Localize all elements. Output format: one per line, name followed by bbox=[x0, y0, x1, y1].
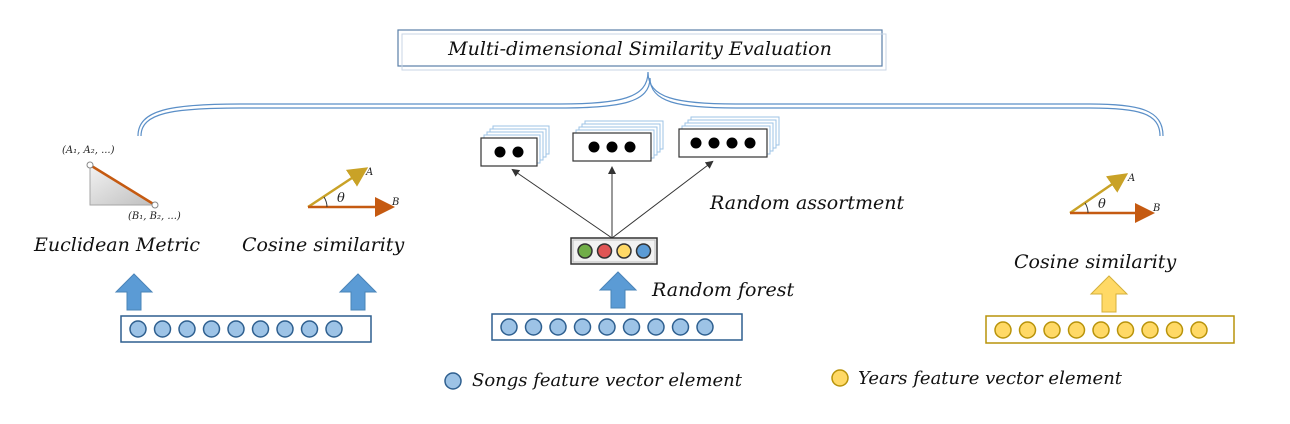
subset-feature-dot bbox=[512, 146, 524, 158]
point-a-label: (A₁, A₂, ...) bbox=[62, 145, 115, 156]
subset-feature-dot bbox=[588, 141, 600, 153]
years-vector-element bbox=[1116, 321, 1135, 339]
right-cosine-label: Cosine similarity bbox=[1014, 251, 1176, 273]
right-vector-b-label: B bbox=[1152, 203, 1160, 214]
years-vector-element bbox=[1141, 321, 1159, 339]
diagram-title: Multi-dimensional Similarity Evaluation bbox=[447, 38, 832, 60]
random-assortment-stacks bbox=[480, 116, 780, 167]
subset-feature-dot bbox=[744, 137, 756, 149]
feature-subset-card bbox=[480, 137, 538, 167]
right-up-arrow bbox=[1089, 275, 1129, 313]
songs-vector-element bbox=[178, 320, 196, 338]
subset-feature-dot bbox=[494, 146, 506, 158]
songs-vector-element bbox=[251, 320, 270, 338]
years-feature-vector bbox=[985, 315, 1235, 344]
legend: Songs feature vector element Years featu… bbox=[444, 368, 1123, 391]
point-a-marker bbox=[86, 161, 94, 169]
left-cosine-label: Cosine similarity bbox=[242, 234, 404, 256]
tree-arrows bbox=[511, 160, 714, 239]
right-theta-label: θ bbox=[1098, 197, 1106, 212]
curly-brace bbox=[137, 71, 1164, 137]
songs-vector-element bbox=[524, 318, 543, 336]
mini-vector-yellow-element bbox=[616, 243, 632, 259]
songs-vector-element bbox=[129, 320, 147, 338]
right-vector-a-label: A bbox=[1127, 173, 1135, 184]
songs-vector-element bbox=[549, 318, 567, 336]
point-b-label: (B₁, B₂, ...) bbox=[128, 211, 181, 222]
euclidean-triangle-diagram: (A₁, A₂, ...) (B₁, B₂, ...) bbox=[62, 145, 181, 222]
songs-vector-element bbox=[276, 320, 294, 338]
subset-feature-dot bbox=[690, 137, 702, 149]
point-b-marker bbox=[151, 201, 159, 209]
years-vector-element bbox=[1018, 321, 1037, 339]
years-vector-element bbox=[1092, 321, 1110, 339]
left-up-arrow-2 bbox=[338, 273, 378, 311]
songs-vector-element bbox=[227, 320, 245, 338]
years-vector-element bbox=[1067, 321, 1086, 339]
left-theta-label: θ bbox=[337, 191, 345, 206]
mini-vector-red-element bbox=[596, 243, 613, 259]
title-box: Multi-dimensional Similarity Evaluation bbox=[397, 29, 887, 71]
years-vector-element bbox=[1165, 321, 1184, 339]
subset-feature-dot bbox=[624, 141, 636, 153]
songs-vector-element bbox=[622, 318, 641, 336]
subset-feature-dot bbox=[606, 141, 618, 153]
middle-up-arrow bbox=[598, 271, 638, 309]
years-vector-element bbox=[994, 321, 1012, 339]
left-songs-feature-vector bbox=[120, 315, 372, 343]
legend-years-marker bbox=[831, 369, 849, 387]
songs-vector-element bbox=[300, 320, 319, 338]
years-vector-element bbox=[1190, 321, 1208, 339]
left-cosine-diagram: θ A B bbox=[307, 167, 399, 217]
songs-vector-element bbox=[325, 320, 343, 338]
left-vector-b-label: B bbox=[391, 197, 399, 208]
random-forest-label: Random forest bbox=[651, 279, 795, 301]
distance-line bbox=[89, 163, 156, 207]
legend-years-label: Years feature vector element bbox=[858, 368, 1123, 389]
years-vector-element bbox=[1043, 321, 1061, 339]
middle-songs-feature-vector bbox=[491, 313, 743, 341]
songs-vector-element bbox=[573, 318, 592, 336]
songs-vector-element bbox=[647, 318, 665, 336]
legend-songs-label: Songs feature vector element bbox=[472, 370, 743, 391]
subset-feature-dot bbox=[726, 137, 738, 149]
euclidean-metric-label: Euclidean Metric bbox=[33, 234, 200, 256]
random-forest-mini-vector bbox=[570, 237, 658, 265]
songs-vector-element bbox=[500, 318, 518, 336]
left-vector-a-label: A bbox=[365, 167, 373, 178]
songs-vector-element bbox=[153, 320, 172, 338]
songs-vector-element bbox=[696, 318, 714, 336]
left-up-arrow-1 bbox=[114, 273, 154, 311]
mini-vector-blue-element bbox=[635, 243, 652, 259]
legend-songs-marker bbox=[444, 372, 462, 390]
subset-feature-dot bbox=[708, 137, 720, 149]
right-cosine-diagram: θ A B bbox=[1069, 173, 1160, 223]
songs-vector-element bbox=[671, 318, 690, 336]
songs-vector-element bbox=[202, 320, 221, 338]
songs-vector-element bbox=[598, 318, 616, 336]
random-assortment-label: Random assortment bbox=[709, 192, 904, 214]
mini-vector-green-element bbox=[577, 243, 593, 259]
